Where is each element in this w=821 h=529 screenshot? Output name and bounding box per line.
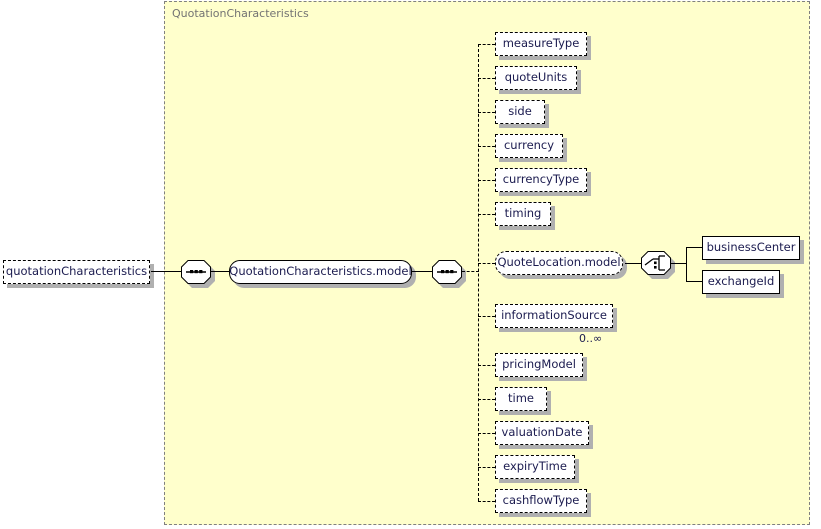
element-label: measureType — [502, 36, 580, 51]
child-stub-line — [478, 263, 495, 264]
child-stub-line — [478, 180, 495, 181]
sequence-icon-1[interactable] — [181, 260, 215, 288]
element-quoteUnits[interactable]: quoteUnits — [495, 66, 581, 94]
element-exchangeId[interactable]: exchangeId — [702, 270, 784, 298]
children-trunk-line — [478, 44, 479, 501]
element-label: currencyType — [502, 172, 580, 187]
node-face: currency — [495, 134, 563, 158]
node-face: quotationCharacteristics — [3, 260, 150, 284]
choice-line-exchangeId — [686, 281, 702, 282]
node-face: businessCenter — [702, 236, 800, 260]
model-label: QuotationCharacteristics.model — [229, 264, 412, 279]
connector-line-model-seq2 — [412, 271, 432, 272]
node-face: cashflowType — [495, 489, 587, 513]
connector-stub-seq2 — [462, 271, 479, 272]
connector-line-seq1-model — [211, 271, 229, 272]
node-face: expiryTime — [495, 455, 575, 479]
child-stub-line — [478, 214, 495, 215]
node-face: pricingModel — [495, 353, 583, 377]
choice-line-businessCenter — [686, 247, 702, 248]
choice-branch-vertical — [686, 247, 687, 282]
child-stub-line — [478, 44, 495, 45]
node-face: QuotationCharacteristics.model — [229, 260, 412, 284]
group-label: QuotationCharacteristics — [172, 7, 309, 20]
element-timing[interactable]: timing — [495, 202, 555, 230]
element-label: timing — [504, 206, 542, 221]
element-businessCenter[interactable]: businessCenter — [702, 236, 804, 264]
sequence-glyph — [432, 260, 462, 284]
choice-icon[interactable] — [641, 251, 675, 279]
sequence-icon-2[interactable] — [432, 260, 466, 288]
element-label: side — [508, 104, 532, 119]
element-currency[interactable]: currency — [495, 134, 567, 162]
child-stub-line — [478, 146, 495, 147]
child-stub-line — [478, 365, 495, 366]
element-measureType[interactable]: measureType — [495, 32, 591, 60]
child-stub-line — [478, 112, 495, 113]
connector-line-quoteloc-choice — [625, 263, 643, 264]
element-label: QuoteLocation.model — [497, 255, 621, 270]
element-label: valuationDate — [501, 425, 583, 440]
element-QuoteLocation-model[interactable]: QuoteLocation.model — [495, 251, 627, 279]
element-label: quoteUnits — [504, 70, 568, 85]
element-currencyType[interactable]: currencyType — [495, 168, 591, 196]
choice-line-out — [671, 263, 686, 264]
element-side[interactable]: side — [495, 100, 549, 128]
element-label: businessCenter — [706, 240, 796, 255]
element-expiryTime[interactable]: expiryTime — [495, 455, 579, 483]
node-face: informationSource — [495, 304, 613, 328]
node-face: side — [495, 100, 545, 124]
node-face: exchangeId — [702, 270, 780, 294]
node-face: time — [495, 387, 547, 411]
sequence-glyph — [181, 260, 211, 284]
element-pricingModel[interactable]: pricingModel — [495, 353, 587, 381]
choice-glyph — [641, 251, 671, 275]
element-label: expiryTime — [503, 459, 567, 474]
element-label: time — [508, 391, 534, 406]
root-element-label: quotationCharacteristics — [5, 264, 148, 279]
element-valuationDate[interactable]: valuationDate — [495, 421, 593, 449]
element-time[interactable]: time — [495, 387, 551, 415]
node-face: timing — [495, 202, 551, 226]
element-informationSource[interactable]: informationSource — [495, 304, 617, 332]
child-stub-line — [478, 501, 495, 502]
node-face: currencyType — [495, 168, 587, 192]
child-stub-line — [478, 316, 495, 317]
root-element-quotationCharacteristics[interactable]: quotationCharacteristics — [3, 260, 154, 288]
element-label: informationSource — [501, 308, 607, 323]
child-stub-line — [478, 433, 495, 434]
child-stub-line — [478, 399, 495, 400]
child-stub-line — [478, 467, 495, 468]
cardinality-label: 0..∞ — [579, 332, 603, 345]
element-label: pricingModel — [502, 357, 576, 372]
element-label: cashflowType — [502, 493, 580, 508]
element-label: currency — [503, 138, 555, 153]
element-label: exchangeId — [707, 274, 775, 289]
child-stub-line — [478, 78, 495, 79]
node-face: valuationDate — [495, 421, 589, 445]
element-cashflowType[interactable]: cashflowType — [495, 489, 591, 517]
node-face: measureType — [495, 32, 587, 56]
connector-line-root — [151, 271, 181, 272]
node-face: QuoteLocation.model — [495, 251, 623, 275]
node-face: quoteUnits — [495, 66, 577, 90]
model-quotationCharacteristics-model[interactable]: QuotationCharacteristics.model — [229, 260, 416, 288]
